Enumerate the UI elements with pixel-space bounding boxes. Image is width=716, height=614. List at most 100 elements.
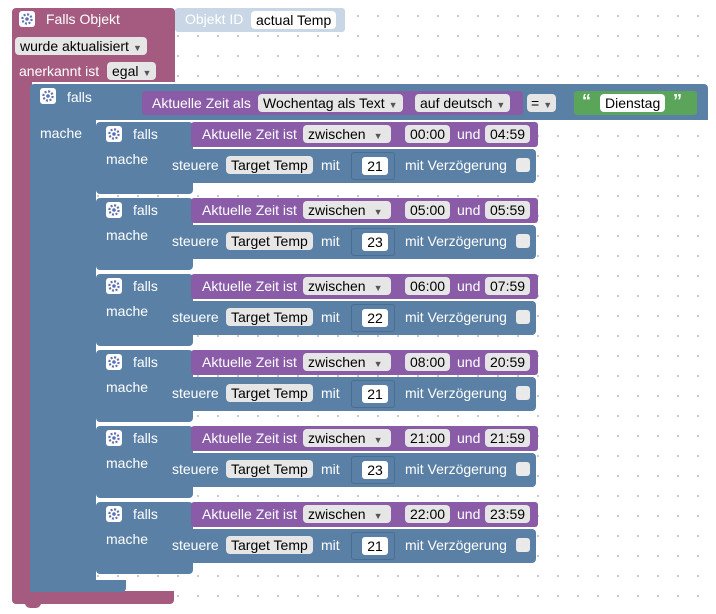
mode-dropdown[interactable]: zwischen▼ (303, 505, 391, 523)
value-field[interactable]: 23 (361, 232, 389, 252)
time-to-field[interactable]: 07:59 (485, 277, 531, 295)
time-to-field[interactable]: 20:59 (485, 353, 531, 371)
delay-label: mit Verzögerung (405, 537, 507, 553)
with-label: mit (321, 461, 340, 477)
value-field[interactable]: 21 (361, 536, 389, 556)
delay-checkbox[interactable] (516, 386, 530, 400)
time-from-field[interactable]: 06:00 (405, 277, 451, 295)
time-to-field[interactable]: 21:59 (485, 429, 531, 447)
triangle-down-icon: ▼ (373, 131, 383, 141)
trigger-dropdown[interactable]: wurde aktualisiert▼ (15, 37, 147, 55)
triangle-down-icon: ▼ (496, 100, 506, 110)
set-label: steuere (172, 309, 219, 325)
delay-label: mit Verzögerung (405, 385, 507, 401)
control-block[interactable] (162, 377, 536, 411)
language-dropdown[interactable]: auf deutsch▼ (415, 94, 511, 112)
inner-do-label: mache (106, 151, 149, 167)
triangle-down-icon: ▼ (388, 100, 398, 110)
target-field[interactable]: Target Temp (226, 460, 313, 478)
outer-if-footer (30, 580, 126, 592)
mode-dropdown[interactable]: zwischen▼ (303, 277, 391, 295)
outer-if-spine (30, 118, 96, 592)
and-label: und (457, 506, 481, 522)
time-from-field[interactable]: 08:00 (405, 353, 451, 371)
quote-open: “ (582, 91, 591, 111)
and-label: und (457, 430, 481, 446)
gear-icon[interactable] (40, 88, 56, 104)
object-id-value[interactable]: actual Temp (251, 11, 337, 29)
and-label: und (457, 354, 481, 370)
and-label: und (457, 202, 481, 218)
gear-icon[interactable] (106, 354, 122, 370)
time-from-field[interactable]: 00:00 (405, 125, 451, 143)
time-is-label: Aktuelle Zeit ist (202, 430, 297, 446)
time-from-field[interactable]: 22:00 (405, 505, 451, 523)
time-to-field[interactable]: 04:59 (485, 125, 531, 143)
ack-dropdown[interactable]: egal▼ (107, 62, 157, 80)
set-label: steuere (172, 537, 219, 553)
delay-label: mit Verzögerung (405, 233, 507, 249)
gear-icon[interactable] (106, 126, 122, 142)
inner-if-label: falls (133, 126, 158, 142)
triangle-down-icon: ▼ (142, 68, 152, 78)
control-block[interactable] (162, 149, 536, 183)
outer-if-label: falls (67, 89, 92, 105)
delay-checkbox[interactable] (516, 158, 530, 172)
with-label: mit (321, 233, 340, 249)
mode-dropdown[interactable]: zwischen▼ (303, 353, 391, 371)
delay-checkbox[interactable] (516, 310, 530, 324)
time-is-label: Aktuelle Zeit ist (202, 202, 297, 218)
control-block[interactable] (162, 453, 536, 487)
set-label: steuere (172, 461, 219, 477)
target-field[interactable]: Target Temp (226, 384, 313, 402)
delay-checkbox[interactable] (516, 234, 530, 248)
with-label: mit (321, 309, 340, 325)
control-block[interactable] (162, 225, 536, 259)
value-field[interactable]: 21 (361, 156, 389, 176)
value-field[interactable]: 22 (361, 308, 389, 328)
time-is-label: Aktuelle Zeit ist (202, 278, 297, 294)
delay-checkbox[interactable] (516, 538, 530, 552)
inner-do-label: mache (106, 303, 149, 319)
time-from-field[interactable]: 21:00 (405, 429, 451, 447)
object-id-label: Objekt ID (185, 11, 244, 27)
inner-if-label: falls (133, 430, 158, 446)
gear-icon[interactable] (106, 278, 122, 294)
operator-dropdown[interactable]: =▼ (527, 94, 557, 112)
target-field[interactable]: Target Temp (226, 156, 313, 174)
gear-icon[interactable] (19, 11, 35, 27)
gear-icon[interactable] (106, 430, 122, 446)
event-block-spine (12, 80, 32, 595)
delay-label: mit Verzögerung (405, 157, 507, 173)
target-field[interactable]: Target Temp (226, 308, 313, 326)
gear-icon[interactable] (106, 202, 122, 218)
compare-text[interactable]: Dienstag (600, 94, 666, 112)
time-is-label: Aktuelle Zeit ist (202, 506, 297, 522)
time-from-field[interactable]: 05:00 (405, 201, 451, 219)
value-field[interactable]: 23 (361, 460, 389, 480)
inner-if-label: falls (133, 506, 158, 522)
inner-if-label: falls (133, 202, 158, 218)
mode-dropdown[interactable]: zwischen▼ (303, 429, 391, 447)
triangle-down-icon: ▼ (373, 283, 383, 293)
triangle-down-icon: ▼ (373, 207, 383, 217)
triangle-down-icon: ▼ (373, 511, 383, 521)
delay-label: mit Verzögerung (405, 309, 507, 325)
target-field[interactable]: Target Temp (226, 536, 313, 554)
ack-label: anerkannt ist (19, 63, 100, 79)
quote-close: ” (673, 91, 682, 111)
time-to-field[interactable]: 23:59 (485, 505, 531, 523)
mode-dropdown[interactable]: zwischen▼ (303, 125, 391, 143)
and-label: und (457, 126, 481, 142)
mode-dropdown[interactable]: zwischen▼ (303, 201, 391, 219)
value-field[interactable]: 21 (361, 384, 389, 404)
gear-icon[interactable] (106, 506, 122, 522)
target-field[interactable]: Target Temp (226, 232, 313, 250)
and-label: und (457, 278, 481, 294)
format-dropdown[interactable]: Wochentag als Text▼ (258, 94, 403, 112)
time-to-field[interactable]: 05:59 (485, 201, 531, 219)
control-block[interactable] (162, 301, 536, 335)
delay-checkbox[interactable] (516, 462, 530, 476)
time-is-label: Aktuelle Zeit ist (202, 126, 297, 142)
control-block[interactable] (162, 529, 536, 563)
